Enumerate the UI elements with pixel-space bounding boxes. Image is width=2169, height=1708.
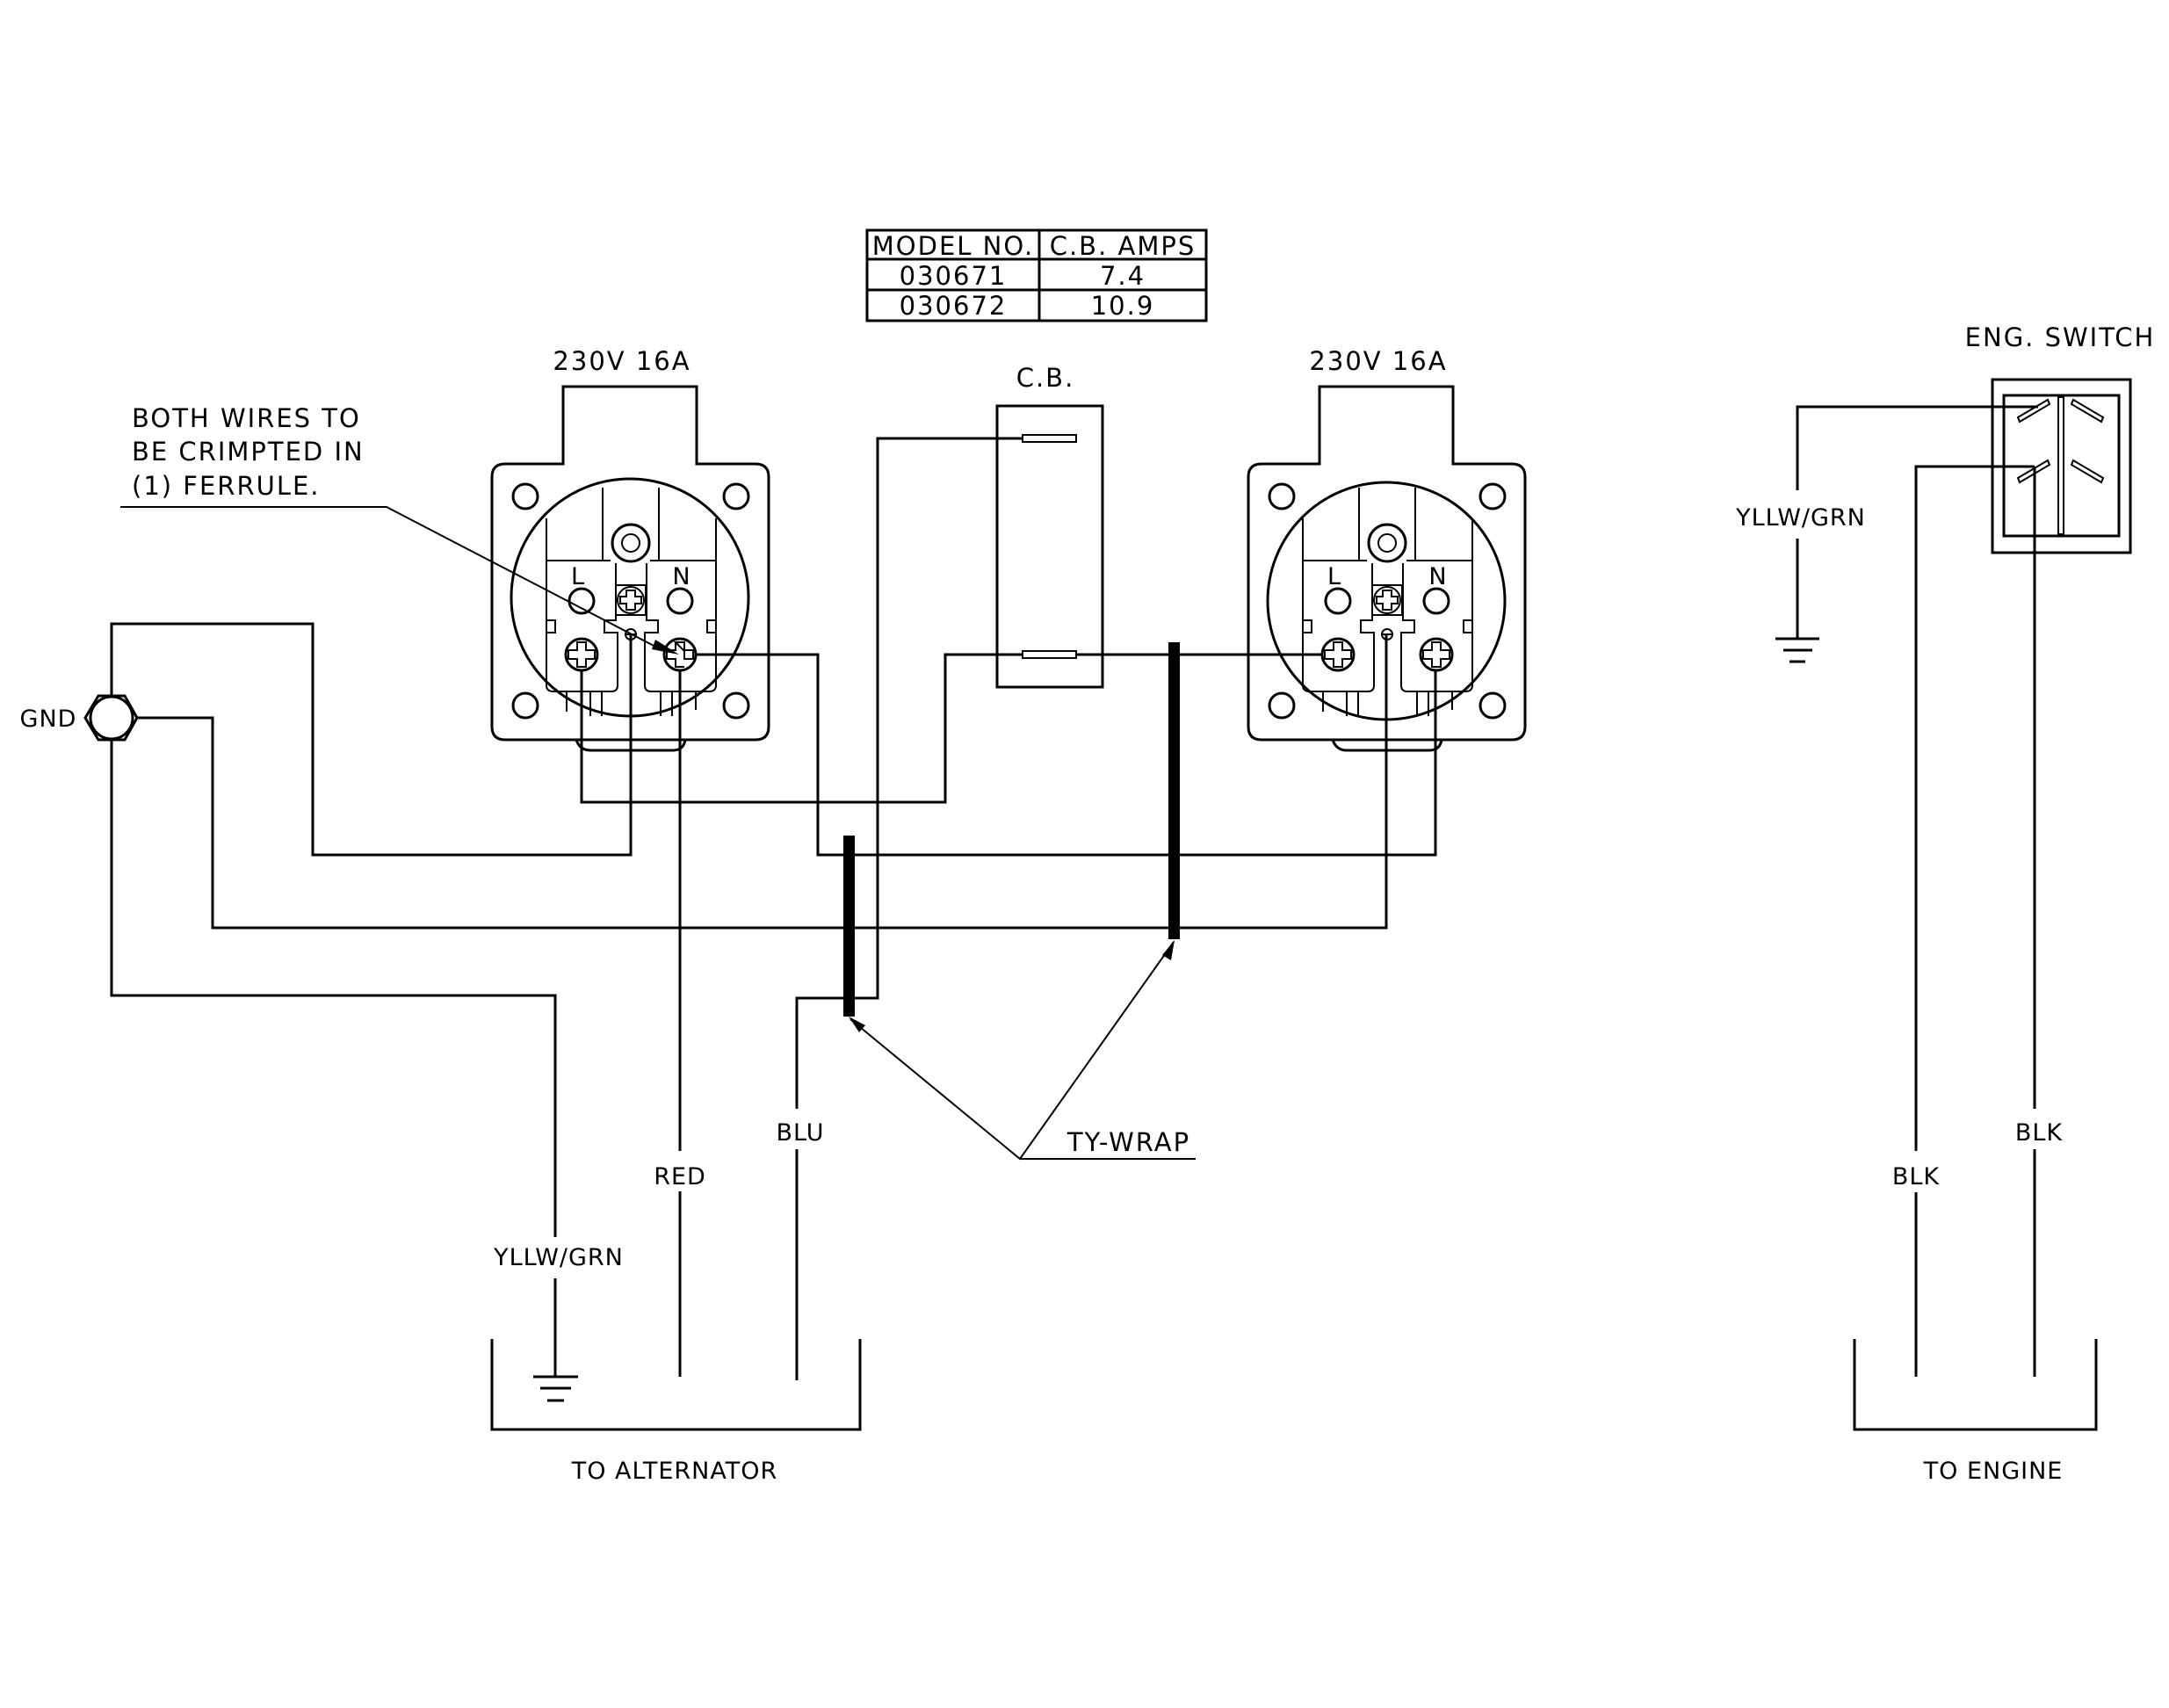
table-header-cb-amps: C.B. AMPS [1050,231,1197,261]
neutral-screw-icon [1419,637,1454,672]
note-line: BOTH WIRES TO [132,403,361,433]
socket-neutral-label: N [1428,563,1447,590]
circuit-breaker-body [995,404,1104,689]
circuit-breaker: C.B. [995,363,1104,689]
wire-label-yllw-grn: YLLW/GRN [1735,504,1866,532]
socket-rating-label: 230V 16A [553,346,690,376]
table-header-model: MODEL NO. [872,231,1034,261]
wire-blk-1 [1914,465,2035,1151]
wiring [110,437,1437,1380]
table-cell-amps: 7.4 [1100,261,1146,291]
mount-hole [511,482,539,510]
earth-pin [1367,523,1407,563]
table-cell-amps: 10.9 [1091,291,1155,321]
note-line: BE CRIMPTED IN [132,437,365,467]
live-hole [1324,587,1352,615]
ground-stud-label: GND [20,706,77,733]
mount-hole [511,691,539,720]
destination-alternator: TO ALTERNATOR [571,1458,778,1485]
neutral-screw-icon [662,637,698,672]
live-screw-icon [564,637,599,672]
wire-label-yllw-grn: YLLW/GRN [493,1244,624,1271]
neutral-hole [1422,587,1450,615]
earth-ground-icon [533,1375,578,1402]
hex-nut-icon [83,694,139,742]
socket-rating-label: 230V 16A [1309,346,1447,376]
wire-neutral-link [696,653,1437,857]
socket-live-label: L [571,563,585,590]
socket-neutral-label: N [672,563,690,590]
tywrap-leader-line [850,941,1175,1161]
tywrap-label: TY-WRAP [1066,1127,1190,1157]
wire-switch-ground [1796,405,2038,490]
wire-label-red: RED [654,1163,706,1191]
engine-bracket [1853,1339,2098,1431]
ferrule-note: BOTH WIRES TO BE CRIMPTED IN (1) FERRULE… [120,403,679,655]
table-border [865,228,1208,322]
ground-stud: GND [20,694,139,742]
mount-hole [722,691,750,720]
circuit-breaker-label: C.B. [1016,363,1075,393]
table-cell-model: 030671 [900,261,1008,291]
engine-switch: ENG. SWITCH YLLW/GRN BLK BLK [1735,322,2156,1377]
switch-rocker-divider [2057,396,2064,535]
wire-ground-left-socket [110,622,633,857]
mount-hole [1479,482,1507,510]
mount-hole [1268,482,1296,510]
socket-live-label: L [1327,563,1341,590]
table-cell-model: 030672 [900,291,1008,321]
wire-ground-right-socket [137,634,1388,930]
engine-switch-label: ENG. SWITCH [1965,322,2156,352]
mount-hole [722,482,750,510]
engine-connection: TO ENGINE [1853,1339,2098,1485]
note-line: (1) FERRULE. [132,471,321,501]
cb-terminal-top [1022,434,1077,443]
tywraps: TY-WRAP [843,642,1196,1161]
wire-label-blk: BLK [2015,1119,2064,1147]
wire-label-blu: BLU [777,1119,825,1147]
note-leader-line [120,506,660,649]
earth-screw-icon [1373,586,1401,614]
wire-left-live-to-cb [580,653,1023,804]
live-screw-icon [1320,637,1356,672]
tywrap-2 [1168,642,1180,939]
tywrap-1 [843,836,855,1017]
earth-ground-icon [1775,637,1819,663]
earth-screw-icon [617,586,645,614]
wire-label-blk: BLK [1892,1163,1941,1191]
destination-engine: TO ENGINE [1923,1458,2064,1485]
wire-yllw-grn-alternator [110,740,557,1237]
model-cb-table: MODEL NO. C.B. AMPS 030671 7.4 030672 10… [865,228,1208,322]
wire-blu [795,437,1023,1109]
switch-contact-icon [2016,398,2105,484]
cb-terminal-bottom [1022,650,1077,659]
note-arrowhead-icon [652,640,679,655]
alternator-bracket [490,1339,862,1431]
alternator-connection: YLLW/GRN RED BLU TO ALTERNATOR [490,1119,862,1485]
tywrap-arrowhead-icon [1162,940,1175,960]
mount-hole [1268,691,1296,720]
earth-pin [611,523,651,563]
live-hole [568,587,596,615]
mount-hole [1479,691,1507,720]
tywrap-arrowhead-icon [849,1017,865,1032]
neutral-hole [666,587,694,615]
